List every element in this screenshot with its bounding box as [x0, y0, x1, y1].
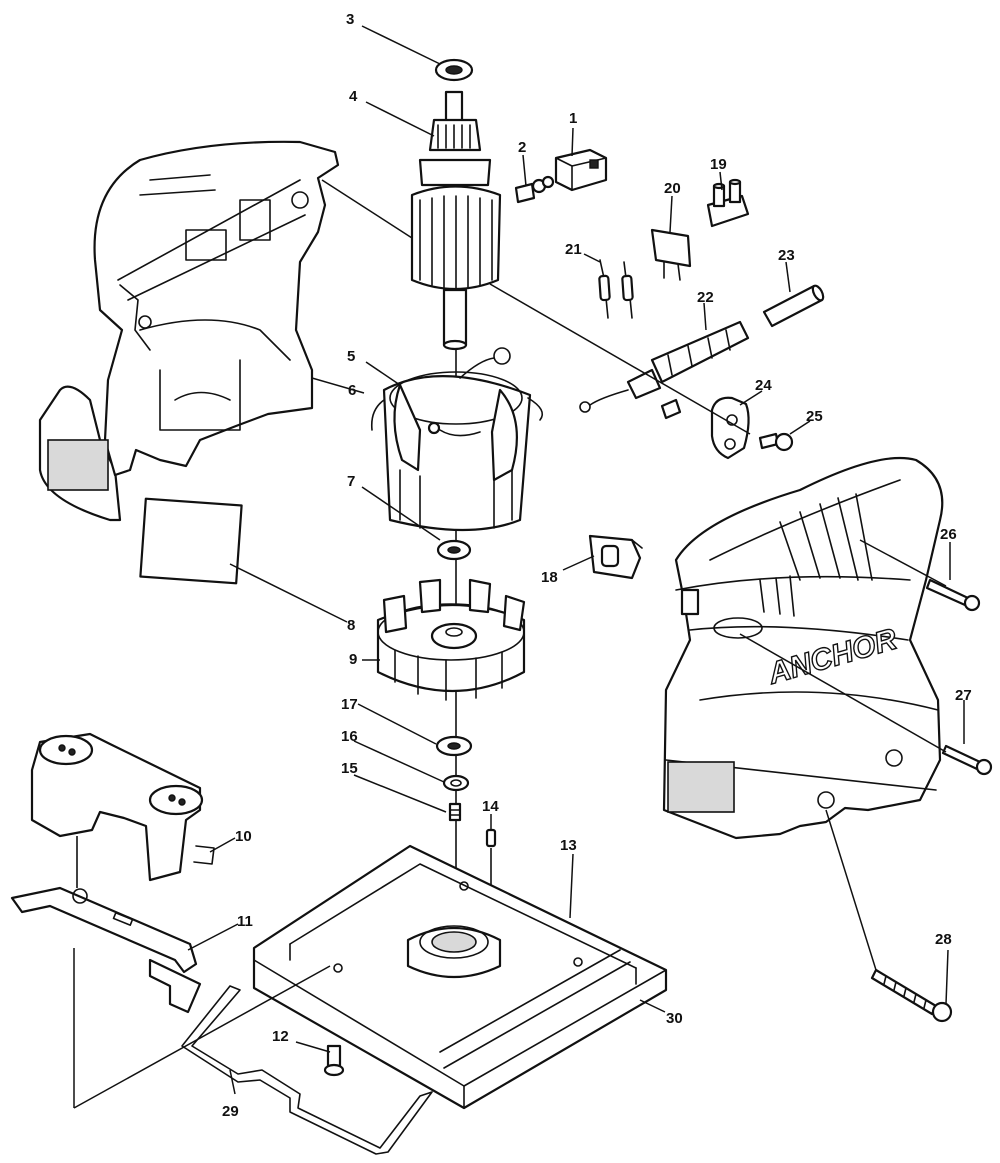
clamp-screw — [758, 432, 794, 452]
callout-28: 28 — [935, 931, 952, 948]
callout-17: 17 — [341, 696, 358, 713]
armature — [410, 90, 502, 351]
pin-14 — [485, 828, 497, 848]
washer-16 — [442, 774, 470, 792]
terminal-block — [706, 178, 750, 228]
callout-11: 11 — [237, 913, 253, 930]
callout-15: 15 — [341, 760, 358, 777]
callout-10: 10 — [235, 828, 252, 845]
callout-21: 21 — [565, 241, 582, 258]
callout-20: 20 — [664, 180, 681, 197]
screw-12 — [323, 1044, 345, 1077]
callout-6: 6 — [348, 382, 357, 399]
power-cord — [762, 284, 825, 328]
cord-clamp — [710, 396, 750, 460]
right-housing-half — [662, 456, 944, 840]
callout-29: 29 — [222, 1103, 239, 1120]
callout-2: 2 — [518, 139, 527, 156]
callout-1: 1 — [569, 110, 578, 127]
callout-24: 24 — [755, 377, 772, 394]
screw-26 — [925, 578, 981, 612]
backing-sheet — [181, 985, 433, 1155]
cooling-fan — [376, 578, 526, 701]
leader-lines — [73, 25, 965, 1109]
callout-27: 27 — [955, 687, 972, 704]
callout-19: 19 — [710, 156, 727, 173]
resistors — [598, 259, 634, 319]
field-stator — [370, 347, 544, 532]
callout-9: 9 — [349, 651, 358, 668]
capacitor — [650, 228, 692, 281]
callout-14: 14 — [482, 798, 499, 815]
callout-16: 16 — [341, 728, 358, 745]
screw-27 — [941, 744, 993, 776]
cord-guard — [579, 320, 750, 420]
base-pad — [252, 844, 668, 1110]
callout-8: 8 — [347, 617, 356, 634]
switch — [588, 534, 643, 580]
top-bearing — [434, 58, 474, 82]
callout-22: 22 — [697, 289, 714, 306]
callout-23: 23 — [778, 247, 795, 264]
callout-12: 12 — [272, 1028, 289, 1045]
callout-30: 30 — [666, 1010, 683, 1027]
callout-26: 26 — [940, 526, 957, 543]
callout-4: 4 — [349, 88, 358, 105]
callout-7: 7 — [347, 473, 356, 490]
bearing-17 — [435, 735, 473, 757]
label-plate — [139, 497, 243, 585]
carbon-brush — [514, 178, 547, 204]
callout-25: 25 — [806, 408, 823, 425]
paper-clamp-bracket — [30, 732, 215, 882]
left-housing-half — [38, 140, 340, 522]
callout-13: 13 — [560, 837, 577, 854]
callout-3: 3 — [346, 11, 355, 28]
callout-18: 18 — [541, 569, 558, 586]
clamp-plate — [10, 886, 202, 1014]
screw-15 — [448, 802, 462, 822]
screw-28 — [870, 968, 953, 1023]
brush-holder — [541, 148, 608, 192]
callout-5: 5 — [347, 348, 356, 365]
lower-bearing — [436, 539, 472, 561]
